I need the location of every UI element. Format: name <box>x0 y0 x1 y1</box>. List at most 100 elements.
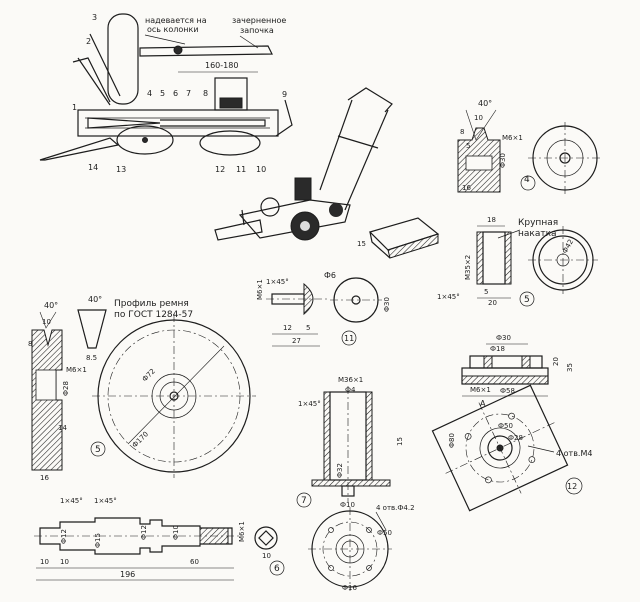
shaft-dim-d15: Ф15 <box>94 533 102 548</box>
bracket-dim-m6: M6×1 <box>470 386 491 394</box>
bracket-dim-d50: Ф50 <box>498 422 513 430</box>
bolt-dim-12: 12 <box>283 324 292 332</box>
bolt-section: 1×45° M6×1 Ф6 12 5 27 Ф30 11 <box>256 271 391 347</box>
sleeve-dim-d10: Ф10 <box>340 501 355 509</box>
shaft-dim-10b: 10 <box>60 558 69 566</box>
shaft-dim-chamfer-right: 1×45° <box>94 497 117 505</box>
callout-8: 8 <box>203 89 208 98</box>
pulley-small-dim-10: 10 <box>474 114 483 122</box>
pulley-large-angle-left: 40° <box>44 301 58 310</box>
shaft-dim-10a: 10 <box>40 558 49 566</box>
roller-dim-chamfer: 1×45° <box>437 293 460 301</box>
roller-dim-20: 20 <box>488 299 497 307</box>
roller-dim-5: 5 <box>484 288 488 296</box>
note-column-line2: ось колонки <box>147 25 199 34</box>
callout-11: 11 <box>236 165 246 174</box>
pulley-large-dim-10: 10 <box>42 318 51 326</box>
note-column-line1: надевается на <box>145 16 207 25</box>
shaft-dim-d12b: Ф12 <box>140 525 148 540</box>
pulley-large-profile-line2: по ГОСТ 1284-57 <box>114 310 193 320</box>
pulley-large-dim-d72: Ф72 <box>141 367 157 383</box>
callout-9: 9 <box>282 90 287 99</box>
bracket-dim-35: 35 <box>566 363 574 372</box>
sleeve-number: 7 <box>301 496 307 506</box>
sleeve-dim-d4: Ф4 <box>345 386 356 394</box>
pulley-small-angle: 40° <box>478 99 492 108</box>
shaft-dim-196: 196 <box>120 570 135 579</box>
note-tip-line2: започка <box>240 26 274 35</box>
square-bore-dim-10: 10 <box>262 552 271 560</box>
roller-section: Крупная накатка 18 M35×2 1×45° 5 20 5 Ф4… <box>437 216 598 307</box>
pulley-small-dim-5: 5 <box>466 142 470 150</box>
shaft-dim-d10: Ф10 <box>172 525 180 540</box>
bolt-dim-d6: Ф6 <box>324 271 336 280</box>
sleeve-dim-d32: Ф32 <box>336 463 344 478</box>
bracket-dim-d80: Ф80 <box>448 433 456 448</box>
roller-note-line1: Крупная <box>518 218 558 228</box>
bracket-dim-d30: Ф30 <box>496 334 511 342</box>
flange-dim-d16: Ф16 <box>342 584 357 592</box>
roller-dim-m35: M35×2 <box>464 255 472 280</box>
callout-10: 10 <box>256 165 266 174</box>
pulley-large-dim-14: 14 <box>58 424 67 432</box>
callout-5: 5 <box>160 89 165 98</box>
top-assembly-view: надевается на ось колонки зачерненное за… <box>39 13 293 174</box>
flange-dim-d50: Ф50 <box>377 529 392 537</box>
bolt-dim-27: 27 <box>292 337 301 345</box>
flange-section: 4 отв.Ф4.2 Ф50 Ф16 <box>308 504 415 592</box>
callout-6: 6 <box>173 89 178 98</box>
bolt-dim-d30: Ф30 <box>383 297 391 312</box>
pulley-large-dim-8: 8 <box>28 340 32 348</box>
bolt-number: 11 <box>344 334 354 343</box>
pulley-large-dim-8-5: 8.5 <box>86 354 97 362</box>
callout-14: 14 <box>88 163 98 172</box>
blade-part-15: 15 <box>357 217 440 259</box>
roller-note-line2: накатка <box>518 229 557 239</box>
shaft-dim-m6: M6×1 <box>238 521 246 542</box>
bracket-dim-holes: 4 отв.М4 <box>556 449 592 458</box>
part-label-15: 15 <box>357 240 366 248</box>
roller-dim-18: 18 <box>487 216 496 224</box>
roller-dim-d42: Ф42 <box>561 238 575 255</box>
bracket-dim-d58: Ф58 <box>500 387 515 395</box>
pulley-large-number: 5 <box>95 445 101 455</box>
bracket-section: Ф30 Ф18 20 35 M6×1 Ф58 A Ф80 Ф50 Ф28 <box>431 334 592 512</box>
bolt-dim-m6: M6×1 <box>256 279 264 300</box>
square-bore-part: 10 <box>254 526 278 560</box>
callout-4: 4 <box>147 89 152 98</box>
shaft-number: 6 <box>274 564 280 574</box>
callout-2: 2 <box>86 37 91 46</box>
bracket-dim-20: 20 <box>552 357 560 366</box>
pulley-small-number: 4 <box>524 175 530 185</box>
pulley-small-dim-16: 16 <box>462 184 471 192</box>
shaft-section: 1×45° 1×45° Ф12 Ф15 Ф12 Ф10 M6×1 10 10 6… <box>34 497 285 581</box>
callout-12: 12 <box>215 165 225 174</box>
pulley-large-profile-line1: Профиль ремня <box>114 299 189 309</box>
sleeve-dim-15: 15 <box>396 437 404 446</box>
large-pulley-section: 40° 40° Профиль ремня по ГОСТ 1284-57 8.… <box>28 295 256 482</box>
shaft-dim-chamfer-left: 1×45° <box>60 497 83 505</box>
mower-illustration <box>214 87 393 241</box>
pulley-small-dim-m6: M6×1 <box>502 134 523 142</box>
pulley-large-dim-m6: M6×1 <box>66 366 87 374</box>
bolt-dim-chamfer: 1×45° <box>266 278 289 286</box>
dim-range: 160-180 <box>205 61 238 70</box>
flange-dim-holes: 4 отв.Ф4.2 <box>376 504 415 512</box>
bracket-dim-d28: Ф28 <box>508 434 523 442</box>
bolt-dim-5: 5 <box>306 324 310 332</box>
sleeve-section: M36×1 Ф4 1×45° 15 Ф32 Ф10 7 <box>296 376 404 509</box>
callout-1: 1 <box>72 103 77 112</box>
callout-3: 3 <box>92 13 97 22</box>
shaft-dim-60: 60 <box>190 558 199 566</box>
sleeve-dim-chamfer: 1×45° <box>298 400 321 408</box>
sleeve-dim-m36: M36×1 <box>338 376 363 384</box>
pulley-large-angle-right: 40° <box>88 295 102 304</box>
pulley-large-dim-d170: Ф170 <box>131 430 150 449</box>
pulley-small-dim-d30: Ф30 <box>499 153 507 168</box>
shaft-dim-d12a: Ф12 <box>60 529 68 544</box>
bracket-label-a: A <box>480 399 486 408</box>
bracket-dim-d18: Ф18 <box>490 345 505 353</box>
pulley-large-dim-d28: Ф28 <box>62 381 70 396</box>
roller-number: 5 <box>524 295 530 305</box>
